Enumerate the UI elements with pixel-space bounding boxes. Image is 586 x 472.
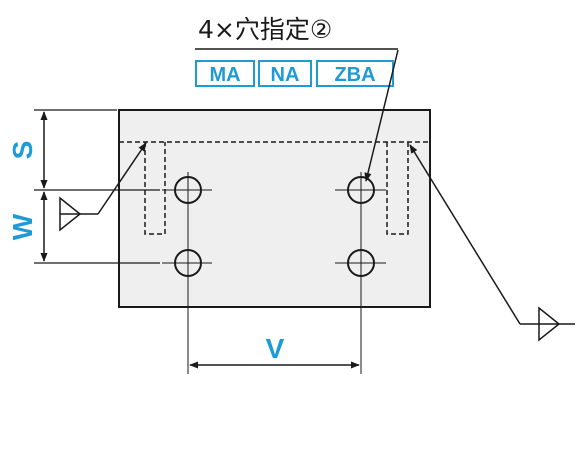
plate-outline [118,109,431,308]
dim-w-label: W [7,213,38,240]
dim-v-label: V [266,333,285,364]
badge-na: NA [258,60,312,87]
badge-zba-label: ZBA [334,64,375,86]
dim-s-label: S [7,141,38,160]
badge-ma: MA [195,60,255,87]
badge-na-label: NA [271,64,300,86]
callout-title: 4×穴指定② [198,15,332,44]
badge-ma-label: MA [209,64,240,86]
right-symbol-leader [409,144,521,325]
hole-top-left [174,176,202,204]
hole-top-right [347,176,375,204]
hole-bottom-left [174,249,202,277]
hole-bottom-right [347,249,375,277]
left-symbol-leader [97,142,147,215]
callout-leader [364,49,399,182]
hole-centerlines [162,172,386,374]
badge-zba: ZBA [316,60,394,87]
extension-lines-sw [34,109,160,264]
